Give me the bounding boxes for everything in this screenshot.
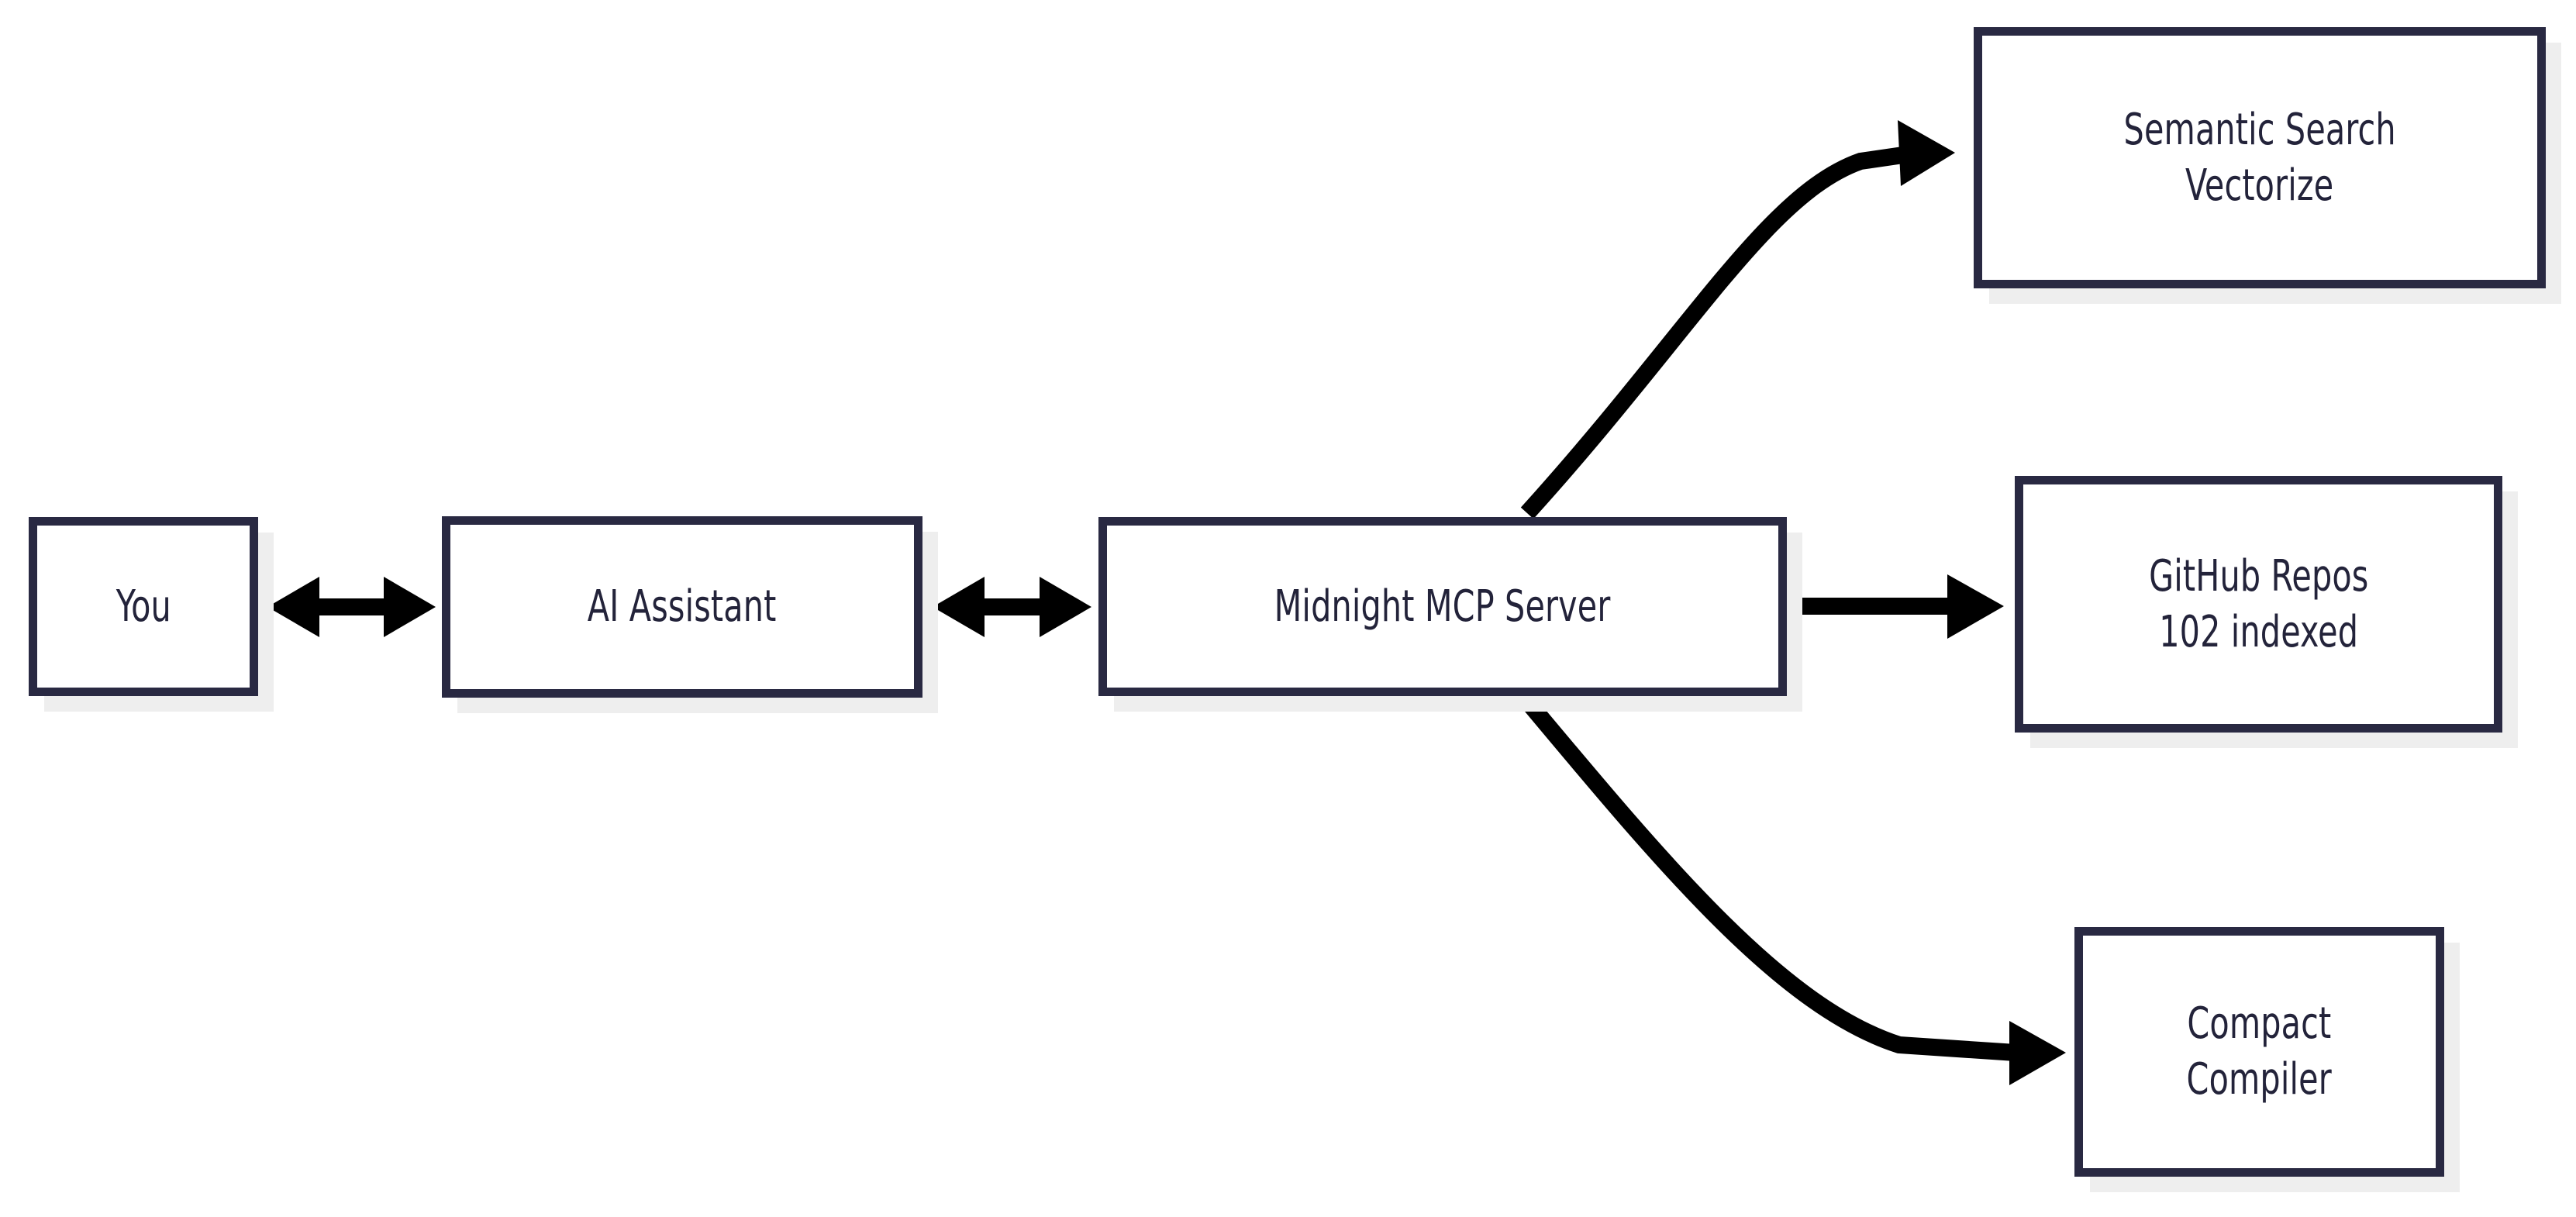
node-you[interactable]: You	[29, 517, 258, 696]
node-github-repos-label-line-1: GitHub Repos	[2148, 550, 2369, 602]
edge-ai-assistant-mcp-server	[933, 577, 1091, 637]
node-midnight-mcp-server-label-line-1: Midnight MCP Server	[1274, 581, 1611, 632]
node-compact-compiler-label-line-1: Compact	[2187, 998, 2332, 1050]
node-compact-compiler-label-line-2: Compiler	[2186, 1054, 2333, 1105]
node-semantic-search[interactable]: Semantic Search Vectorize	[1974, 27, 2546, 288]
node-github-repos[interactable]: GitHub Repos 102 indexed	[2015, 476, 2502, 733]
node-compact-compiler[interactable]: Compact Compiler	[2074, 927, 2444, 1177]
node-ai-assistant[interactable]: AI Assistant	[442, 516, 922, 698]
node-github-repos-label-line-2: 102 indexed	[2159, 606, 2358, 657]
node-semantic-search-label-line-2: Vectorize	[2185, 160, 2334, 211]
node-midnight-mcp-server[interactable]: Midnight MCP Server	[1098, 517, 1787, 696]
edge-mcp-server-semantic-search	[1520, 120, 1955, 519]
edge-mcp-server-github-repos	[1787, 574, 2004, 639]
edge-you-ai-assistant	[267, 577, 436, 637]
edge-mcp-server-compact-compiler	[1519, 693, 2066, 1085]
node-you-label-line-1: You	[116, 581, 171, 632]
node-semantic-search-label-line-1: Semantic Search	[2123, 104, 2396, 155]
node-ai-assistant-label-line-1: AI Assistant	[588, 581, 777, 633]
